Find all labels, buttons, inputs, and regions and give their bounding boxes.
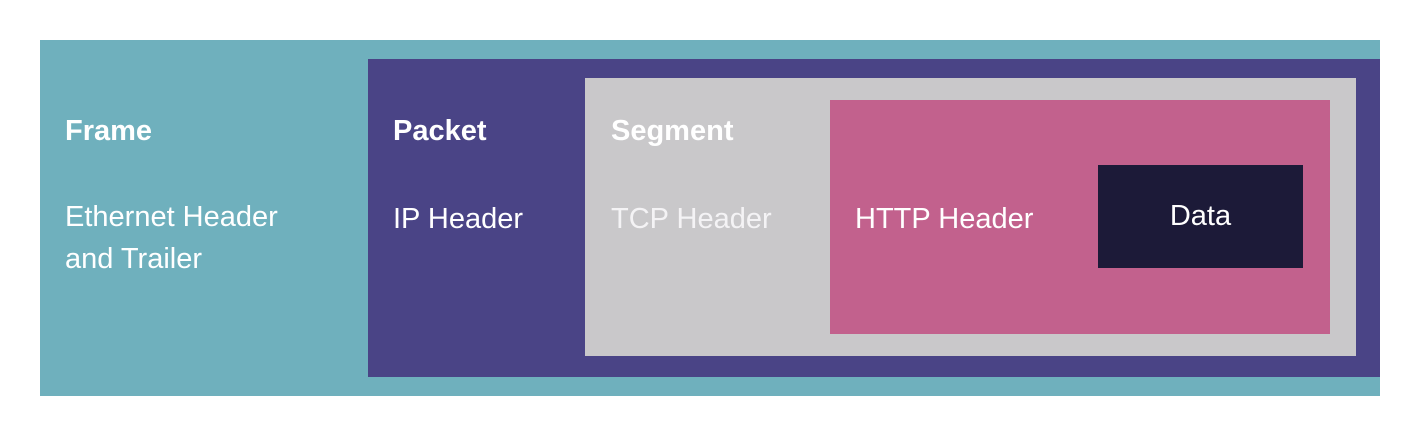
http-header-label: HTTP Header (855, 203, 1034, 235)
packet-subtitle: IP Header (393, 203, 524, 235)
packet-box: Packet IP Header Segment TCP Header HTTP… (368, 59, 1380, 377)
segment-title: Segment (611, 115, 734, 147)
frame-subtitle: Ethernet Header and Trailer (65, 201, 278, 275)
frame-title: Frame (65, 115, 153, 147)
data-label: Data (1169, 200, 1232, 232)
http-header-box: HTTP Header Data (830, 100, 1330, 334)
packet-title: Packet (393, 115, 487, 147)
segment-box: Segment TCP Header HTTP Header Data (585, 78, 1356, 356)
frame-box: Frame Ethernet Header and Trailer Packet… (40, 40, 1380, 396)
data-box: Data (1098, 165, 1303, 268)
segment-subtitle: TCP Header (611, 203, 772, 235)
